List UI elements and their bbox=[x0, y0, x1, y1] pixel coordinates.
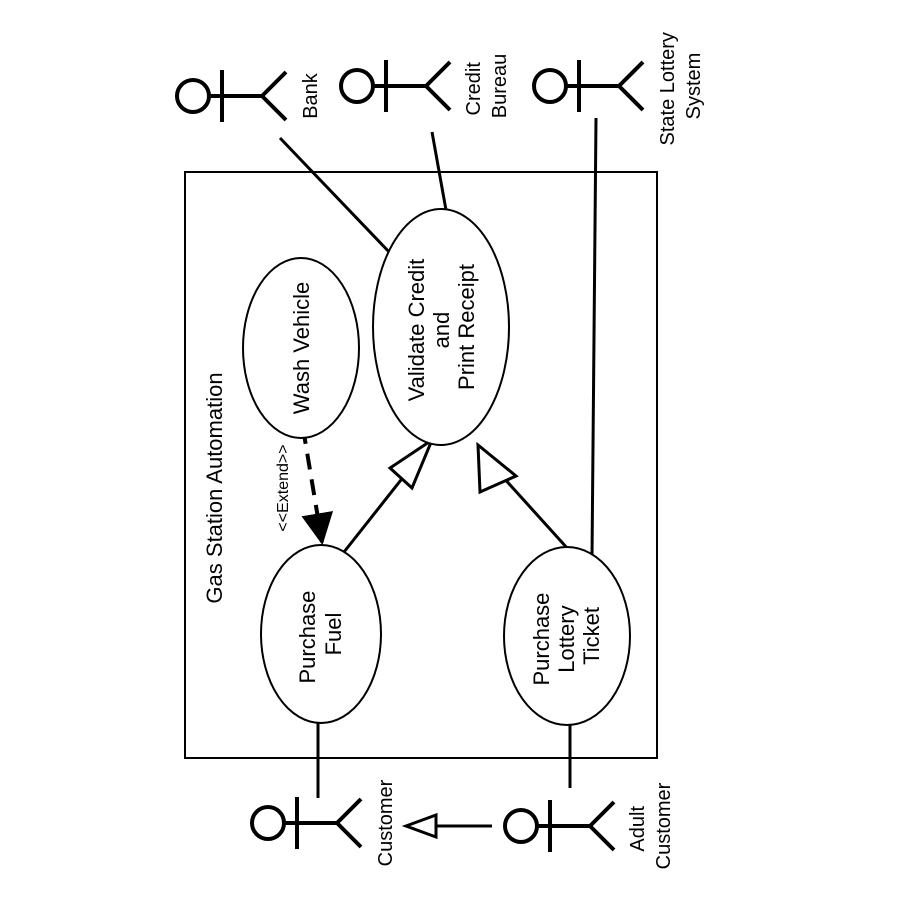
actor-state-lottery-label2: System bbox=[683, 53, 705, 120]
usecase-wash-line1: Wash Vehicle bbox=[289, 282, 314, 414]
usecase-fuel-line1: Purchase bbox=[295, 591, 320, 684]
usecase-lottery-line2: Lottery bbox=[554, 605, 579, 672]
svg-text:Bank: Bank bbox=[300, 72, 322, 119]
actor-credit-bureau-label2: Bureau bbox=[489, 54, 511, 119]
actor-bank: Bank bbox=[175, 70, 322, 122]
generalization-lottery-validate bbox=[500, 474, 570, 551]
actor-generalization-arrowhead bbox=[401, 812, 438, 840]
system-boundary bbox=[184, 171, 658, 759]
svg-text:Credit Bureau: Credit Bureau bbox=[463, 54, 511, 119]
svg-text:Adult Customer: Adult Customer bbox=[627, 782, 675, 869]
actor-customer-label: Customer bbox=[375, 779, 397, 866]
svg-text:Purchase Lottery T: Purchase Lottery Ticket bbox=[529, 586, 604, 685]
svg-text:Customer: Customer bbox=[375, 779, 397, 866]
actor-adult-customer: Adult Customer bbox=[503, 782, 675, 869]
actor-customer: Customer bbox=[250, 779, 397, 866]
generalization-arrowhead-fuel bbox=[387, 436, 436, 491]
extend-arrow bbox=[301, 427, 334, 546]
usecase-validate-line2: and bbox=[429, 312, 454, 349]
svg-text:Wash Vehicle: Wash Vehicle bbox=[289, 282, 314, 414]
actor-adult-customer-label1: Adult bbox=[627, 806, 649, 852]
usecase-purchase-lottery-ticket: Purchase Lottery Ticket bbox=[503, 546, 631, 726]
actor-adult-customer-label2: Customer bbox=[653, 782, 675, 869]
actor-bank-figure bbox=[175, 70, 288, 122]
extend-label: <<Extend>> bbox=[275, 444, 292, 531]
assoc-bank-validate bbox=[278, 136, 394, 257]
svg-text:Purchase Fuel: Purchase Fuel bbox=[295, 584, 346, 683]
actor-bank-label: Bank bbox=[300, 72, 322, 119]
usecase-purchase-fuel: Purchase Fuel bbox=[260, 544, 382, 724]
usecase-validate-credit: Validate Credit and Print Receipt bbox=[372, 208, 510, 446]
usecase-validate-line1: Validate Credit bbox=[404, 259, 429, 402]
actor-state-lottery-label1: State Lottery bbox=[657, 32, 679, 145]
usecase-wash-vehicle: Wash Vehicle bbox=[242, 257, 360, 439]
system-title: Gas Station Automation bbox=[202, 372, 227, 603]
actor-state-lottery-figure bbox=[532, 60, 645, 112]
actor-credit-bureau-figure bbox=[339, 60, 452, 112]
generalization-fuel-validate bbox=[342, 465, 414, 553]
actor-customer-figure bbox=[250, 797, 363, 849]
generalization-arrowhead-lottery bbox=[476, 441, 519, 495]
usecase-validate-line3: Print Receipt bbox=[454, 264, 479, 390]
svg-text:State Lottery System: State Lottery System bbox=[657, 27, 705, 146]
actor-credit-bureau-label1: Credit bbox=[463, 62, 485, 116]
usecase-fuel-line2: Fuel bbox=[321, 613, 346, 656]
assoc-credit-validate bbox=[430, 131, 448, 211]
svg-text:Validate Credit and: Validate Credit and Print Receipt bbox=[404, 253, 479, 402]
assoc-lottery-system bbox=[590, 117, 598, 558]
actor-credit-bureau: Credit Bureau bbox=[339, 54, 511, 119]
usecase-lottery-line1: Purchase bbox=[529, 593, 554, 686]
actor-state-lottery-system: State Lottery System bbox=[532, 27, 705, 146]
usecase-lottery-line3: Ticket bbox=[579, 607, 604, 665]
actor-adult-customer-figure bbox=[503, 800, 616, 852]
